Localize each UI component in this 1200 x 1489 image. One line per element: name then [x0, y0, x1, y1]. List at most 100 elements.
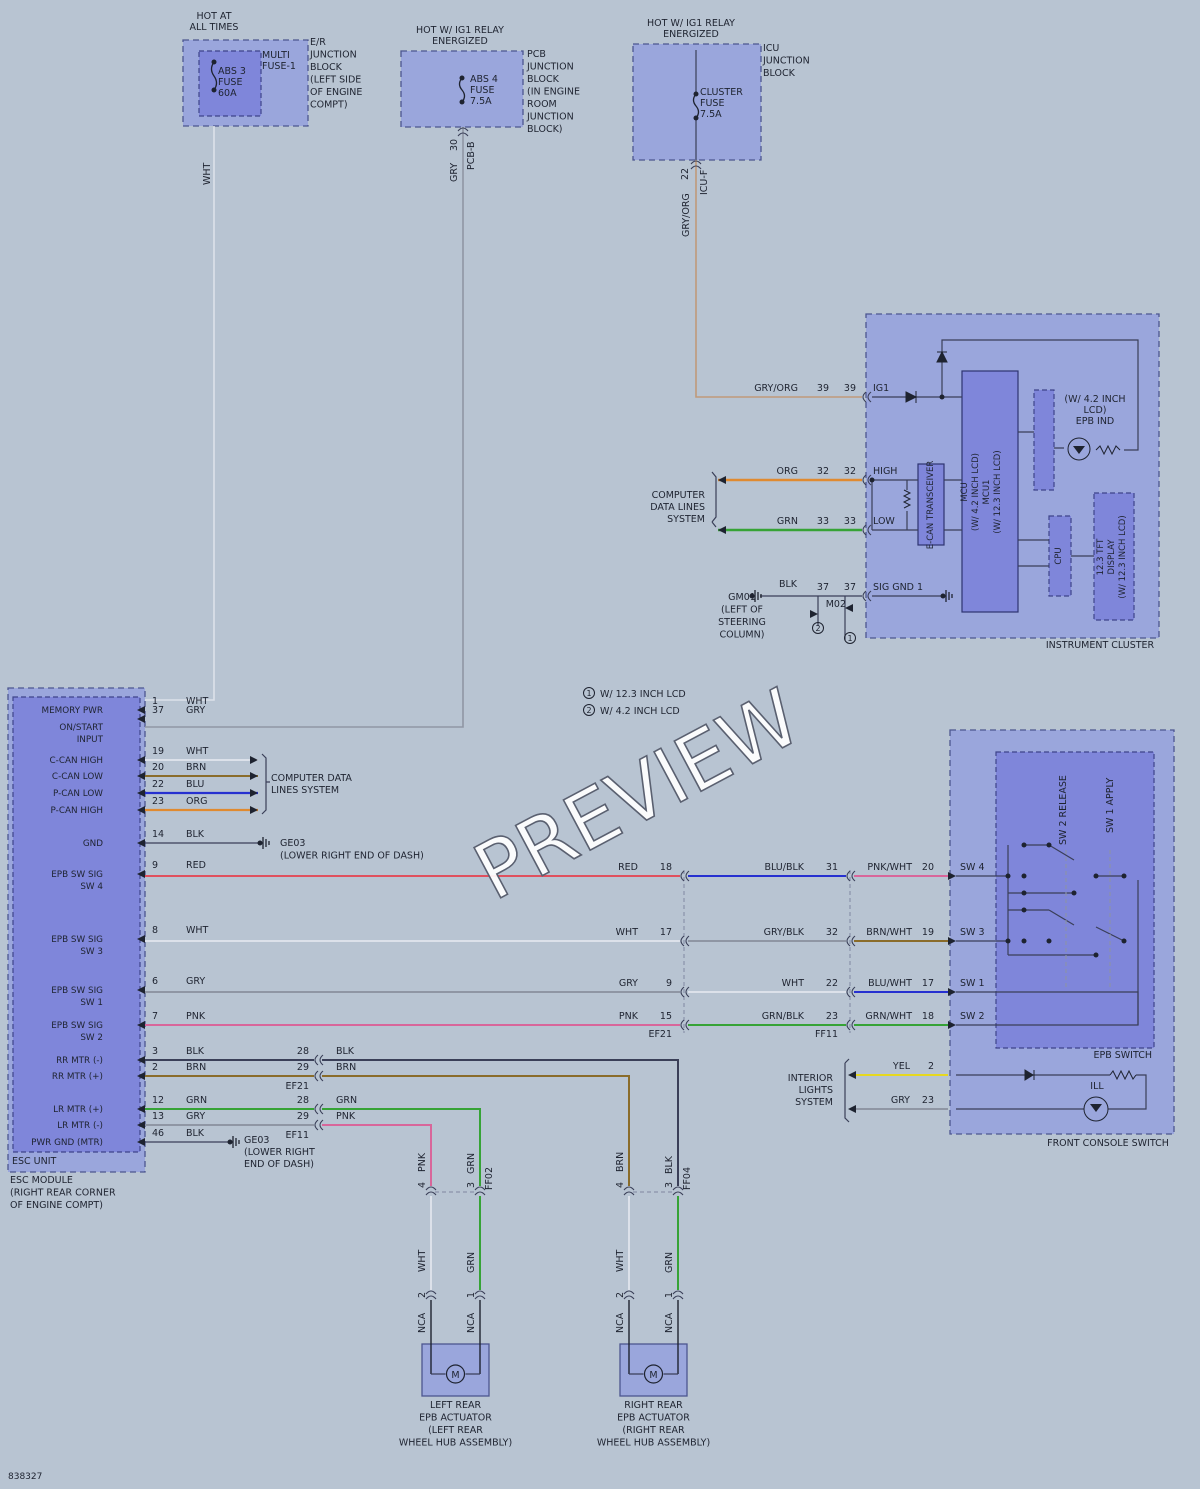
wire-code: GRN [777, 516, 798, 527]
connector-icon [672, 1290, 684, 1300]
label: COMPT) [310, 100, 348, 111]
arrow-left-icon [137, 1105, 145, 1113]
label: FUSE [700, 98, 724, 109]
connector-id: FF04 [682, 1167, 693, 1190]
pin-number: 37 [152, 705, 164, 716]
ill-label: ILL [1090, 1081, 1104, 1092]
gry-org-ig1-wire [695, 160, 862, 398]
switch-pin-label: SW 2 [960, 1011, 985, 1022]
wire-code: GRN [466, 1252, 477, 1273]
pin-number: 14 [152, 829, 164, 840]
connector-id: EF11 [285, 1130, 309, 1141]
line [844, 1058, 850, 1123]
motor-label: M [649, 1370, 657, 1381]
pin-number: 12 [152, 1095, 164, 1106]
esc-pin-label: RR MTR (+) [52, 1072, 103, 1082]
note-marker-icon [583, 704, 595, 716]
note-text: W/ 4.2 INCH LCD [600, 706, 680, 717]
junction-dot [459, 75, 465, 81]
wire-code: GRN [466, 1153, 477, 1174]
connector-icon [474, 1290, 486, 1300]
label: JUNCTION [309, 50, 357, 61]
arrow-left-icon [137, 1056, 145, 1064]
wire-code: PNK [619, 1011, 639, 1022]
note-marker: 2 [586, 706, 591, 715]
pin-number: 7 [152, 1011, 158, 1022]
junction-dot [1046, 938, 1052, 944]
display-label: DISPLAY [1107, 539, 1117, 575]
arrow-left-icon [718, 526, 726, 534]
connector-icon [425, 1186, 437, 1196]
pin-number: 28 [297, 1046, 309, 1057]
dashed-line [1065, 850, 1111, 988]
wire-code: WHT [615, 1249, 626, 1272]
pin-number: 32 [817, 466, 829, 477]
wire-code: WHT [186, 696, 209, 707]
label: (W/ 4.2 INCH [1064, 394, 1125, 405]
motor-label: M [451, 1370, 459, 1381]
pin-number: 9 [152, 860, 158, 871]
label: 7.5A [700, 109, 722, 120]
label: RIGHT REAR [624, 1400, 683, 1411]
ground-icon [754, 590, 762, 602]
arrow-right-icon [948, 872, 956, 880]
cpu-block [1048, 515, 1072, 597]
ground-terminal-icon [227, 1139, 233, 1145]
junction-dot [1046, 842, 1052, 848]
connector-icon [862, 391, 872, 403]
arrow-right-icon [250, 756, 258, 764]
connector-icon [314, 1054, 324, 1066]
label: ABS 4 [470, 74, 498, 85]
epb-actuator [619, 1343, 688, 1397]
pin-number: 2 [928, 1061, 934, 1072]
label: BLOCK) [527, 124, 563, 135]
connector-id: EF21 [285, 1081, 309, 1092]
mcu-label: (W/ 12.3 INCH LCD) [993, 450, 1003, 533]
wire-code: GRY/ORG [681, 193, 692, 237]
label: COMPUTER [652, 490, 706, 501]
pin-number: 17 [922, 978, 934, 989]
junction-dot [693, 115, 699, 121]
arrow-left-icon [137, 806, 145, 814]
wire-code: GRN [664, 1252, 675, 1273]
label: FUSE-1 [262, 61, 296, 72]
connector-id: EF21 [648, 1029, 672, 1040]
label: (LOWER RIGHT END OF DASH) [280, 851, 424, 862]
pin-number: 30 [449, 139, 460, 151]
wire-code: YEL [892, 1061, 911, 1072]
label: PCB [527, 49, 546, 60]
resistor-icon [1109, 1069, 1137, 1081]
connector-icon [862, 590, 872, 602]
label: MULTI [262, 50, 290, 61]
label: HOT W/ IG1 RELAY [647, 18, 735, 29]
wire-code: BRN/WHT [866, 927, 912, 938]
pin-number: 37 [817, 582, 829, 593]
connector-id: ICU-F [699, 170, 710, 195]
arrow-right-icon [948, 1021, 956, 1029]
esc-pin-label: ON/START [59, 723, 103, 733]
pin-number: 9 [666, 978, 672, 989]
esc-pin-label: MEMORY PWR [42, 706, 104, 716]
resistor-icon [902, 489, 912, 509]
fuse-icon [210, 61, 218, 91]
multi-fuse-1 [198, 50, 262, 117]
pin-number: 17 [660, 927, 672, 938]
label: OF ENGINE [310, 87, 362, 98]
junction-dot [1021, 873, 1027, 879]
pin-number: 2 [417, 1292, 428, 1298]
connector-icon [623, 1290, 635, 1300]
connector-icon [314, 1119, 324, 1131]
label: GM01 [728, 592, 756, 603]
arrow-left-icon [848, 1105, 856, 1113]
label: GE03 [244, 1135, 269, 1146]
label: BLOCK [310, 62, 343, 73]
label: ROOM [527, 99, 557, 110]
led-icon [1073, 446, 1085, 455]
apply-label: SW 1 APPLY [1105, 778, 1116, 833]
pin-number: 39 [844, 383, 856, 394]
pin-number: 19 [922, 927, 934, 938]
release-label: SW 2 RELEASE [1058, 775, 1069, 845]
transceiver-label: E-CAN TRANSCEIVER [926, 461, 936, 550]
brn-rr-motor-wire [322, 1075, 630, 1186]
